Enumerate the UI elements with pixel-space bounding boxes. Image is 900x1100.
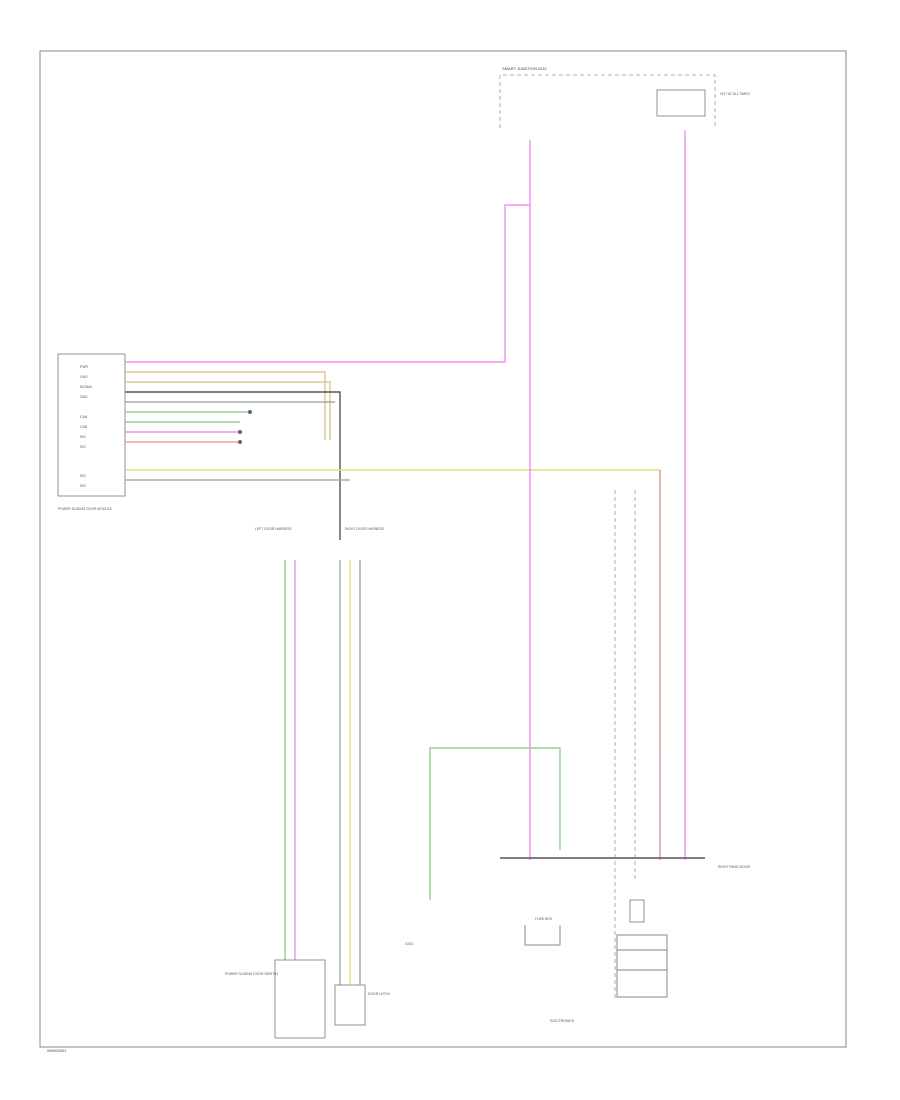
left-module-label: POWER SLIDING DOOR MODULE bbox=[58, 507, 113, 511]
tan-wire-1 bbox=[125, 371, 326, 440]
pink-wire-top bbox=[125, 204, 530, 363]
fuse-box-label: FUSE BOX bbox=[535, 917, 553, 921]
left-module-pin-2: GND bbox=[80, 375, 88, 379]
switch-connector bbox=[274, 959, 326, 1039]
left-module-pin-10: SIG bbox=[80, 484, 86, 488]
splice-point-1 bbox=[248, 410, 252, 414]
right-side-label: RIGHT REAR DOOR bbox=[718, 865, 751, 869]
bottom-label: ELECTRONICS bbox=[550, 1019, 575, 1023]
dark-wire-1 bbox=[125, 391, 341, 540]
yellow-wire-long bbox=[125, 469, 661, 760]
top-right-label: HOT AT ALL TIMES bbox=[720, 92, 751, 96]
left-module-pin-5: CAN bbox=[80, 415, 88, 419]
top-junction-box-label: SMART JUNCTION BOX bbox=[502, 66, 547, 71]
left-module-pin-1: PWR bbox=[80, 365, 88, 369]
left-module-box bbox=[57, 353, 126, 497]
tan-wire-2 bbox=[125, 381, 331, 440]
splice-point-2 bbox=[238, 430, 242, 434]
left-harness-label: LEFT DOOR HARNESS bbox=[255, 527, 292, 531]
left-module-pin-8: SIG bbox=[80, 445, 86, 449]
ladder-box bbox=[616, 934, 668, 998]
top-junction-box-outline bbox=[499, 74, 716, 128]
top-right-inner-box bbox=[656, 89, 706, 117]
left-module-pin-9: SIG bbox=[80, 474, 86, 478]
left-module-pin-6: CAN bbox=[80, 425, 88, 429]
green-wire-ground bbox=[429, 747, 561, 900]
left-module-pin-4: GND bbox=[80, 395, 88, 399]
left-module-pin-7: SIG bbox=[80, 435, 86, 439]
right-harness-label: RIGHT DOOR HARNESS bbox=[345, 527, 385, 531]
splice-point-3 bbox=[238, 440, 242, 444]
latch-label: DOOR LATCH bbox=[368, 992, 391, 996]
ground-label: G201 bbox=[405, 942, 413, 946]
component-block bbox=[629, 899, 645, 923]
latch-connector bbox=[334, 984, 366, 1026]
footer-code: W0000001 bbox=[47, 1048, 67, 1053]
left-module-pin-3: SIGNAL bbox=[80, 385, 93, 389]
fuse-box-outline bbox=[524, 925, 561, 946]
switch-label: POWER SLIDING DOOR SWITCH bbox=[225, 972, 278, 976]
diagram-frame bbox=[39, 50, 847, 1048]
